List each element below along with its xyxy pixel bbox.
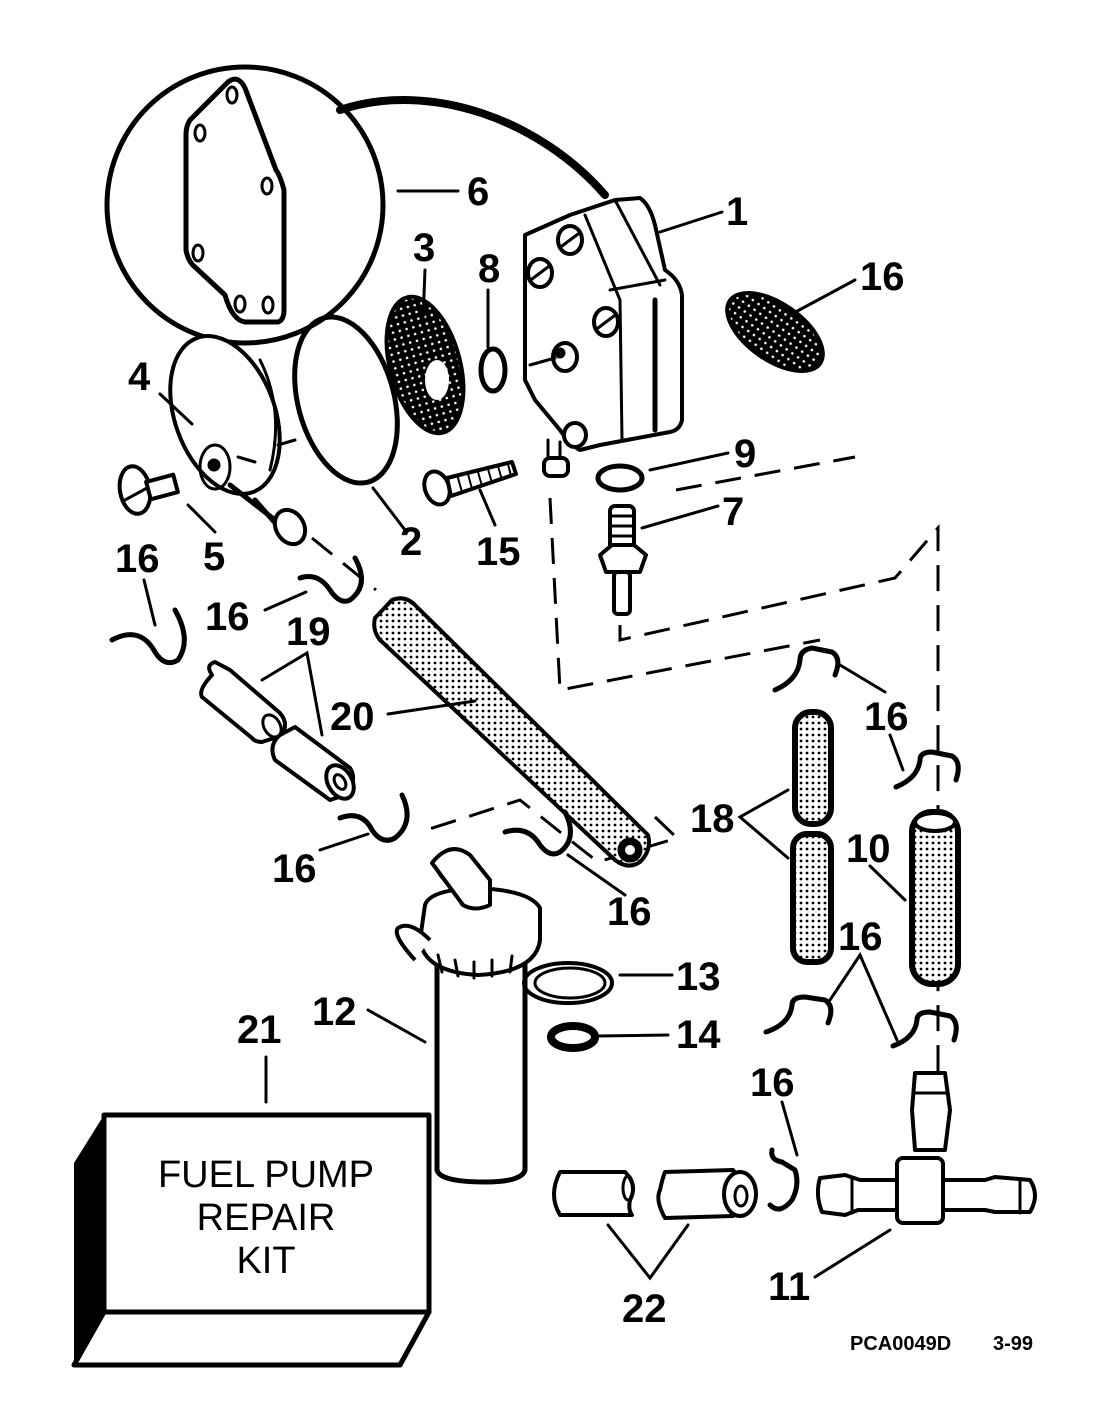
o-ring-large xyxy=(292,314,400,486)
callout-9: 9 xyxy=(734,432,756,476)
o-ring-small xyxy=(478,346,508,394)
callout-18: 16 xyxy=(860,255,905,299)
drawing-code: PCA0049D xyxy=(850,1333,951,1355)
hose-pieces-bottom xyxy=(552,1168,758,1220)
hose-long-diagonal xyxy=(372,596,651,868)
kit-label-line2: REPAIR xyxy=(197,1197,336,1239)
hose-short-lower xyxy=(790,831,834,965)
callout-15: 15 xyxy=(476,530,521,574)
cover-screw xyxy=(117,464,180,516)
seal-filter xyxy=(547,1022,599,1052)
kit-label-line1: FUEL PUMP xyxy=(158,1154,374,1196)
callout-16-low-left: 16 xyxy=(272,847,317,891)
hose-short-upper xyxy=(792,709,834,827)
callout-17: 18 xyxy=(690,797,735,841)
clamp-mid-right xyxy=(502,809,573,857)
callout-16-left: 16 xyxy=(115,537,160,581)
callout-16-mid: 16 xyxy=(205,595,250,639)
gasket-outline xyxy=(183,76,287,325)
gasket-filter xyxy=(522,961,614,1005)
clamp-vertical-bottom-right xyxy=(890,1009,959,1049)
fuel-filter xyxy=(394,847,542,1185)
tee-connector xyxy=(815,1071,1037,1225)
hose-pieces xyxy=(199,660,356,802)
callout-8: 8 xyxy=(478,247,500,291)
clamp-mid-lower xyxy=(337,792,410,843)
check-valve-screen xyxy=(725,290,825,374)
clamp-left-upper xyxy=(109,607,187,666)
fitting xyxy=(598,504,648,616)
callout-5: 5 xyxy=(203,535,225,579)
callout-7: 7 xyxy=(722,490,744,534)
fuel-pump-body xyxy=(523,196,684,478)
cover xyxy=(168,334,308,547)
callout-20: 20 xyxy=(330,695,375,739)
drawing-date: 3-99 xyxy=(993,1333,1033,1355)
callout-12: 12 xyxy=(312,990,357,1034)
clamp-bottom xyxy=(767,1147,800,1212)
callout-16-bottom: 16 xyxy=(750,1061,795,1105)
callout-11: 11 xyxy=(768,1265,810,1309)
callout-13: 13 xyxy=(676,955,721,999)
callout-10: 10 xyxy=(846,827,891,871)
gasket-filter-inner xyxy=(533,966,607,1000)
callout-16-lower: 16 xyxy=(838,915,883,959)
callout-labels: 6 1 16 3 8 4 9 7 5 2 15 16 16 19 20 16 1… xyxy=(115,170,909,1331)
pump-screw xyxy=(422,460,518,507)
clamp-vertical-right-top xyxy=(893,749,961,790)
callout-22: 22 xyxy=(622,1287,667,1331)
clamp-vertical-top xyxy=(772,645,841,693)
callout-16-low-right: 16 xyxy=(607,890,652,934)
callout-6: 6 xyxy=(467,170,489,214)
clamp-vertical-bottom-left xyxy=(763,994,834,1035)
clamp-left-mid xyxy=(297,555,364,604)
callout-2: 2 xyxy=(400,520,422,564)
leader-lines xyxy=(142,189,907,1281)
kit-label-line3: KIT xyxy=(236,1240,295,1282)
hose-long-vertical xyxy=(909,809,961,987)
callout-19: 19 xyxy=(286,610,331,654)
callout-4: 4 xyxy=(128,355,151,399)
callout-3: 3 xyxy=(413,226,435,270)
screen-disc xyxy=(384,294,466,436)
gasket-detail xyxy=(104,64,609,346)
callout-21: 21 xyxy=(237,1008,282,1052)
assembly-guide-lines xyxy=(311,455,940,1075)
callout-16-right-top: 16 xyxy=(864,695,909,739)
o-ring-fitting xyxy=(595,463,645,493)
callout-14: 14 xyxy=(676,1013,721,1057)
repair-kit-box: FUEL PUMP REPAIR KIT xyxy=(71,1112,432,1368)
callout-1: 1 xyxy=(726,190,748,234)
